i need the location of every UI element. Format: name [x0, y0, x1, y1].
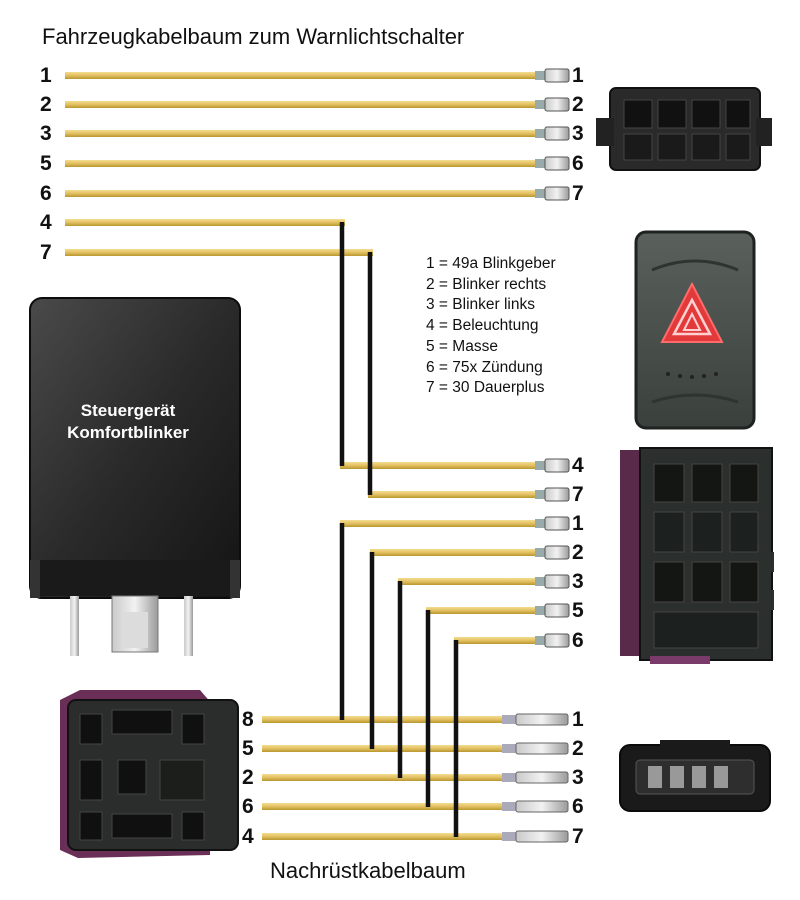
retrofit-left-num-2: 5 [242, 737, 254, 760]
footer-title: Nachrüstkabelbaum [270, 858, 466, 883]
vehicle-connector [596, 87, 772, 171]
switch-num-4: 2 [572, 541, 584, 564]
switch-num-7: 6 [572, 629, 584, 652]
legend-item-5: 5 = Masse [426, 337, 498, 355]
vehicle-right-num-1: 1 [572, 64, 584, 87]
hazard-switch [634, 230, 756, 430]
switch-num-6: 5 [572, 599, 584, 622]
vehicle-left-num-7: 7 [40, 241, 52, 264]
vehicle-left-num-1: 1 [40, 64, 52, 87]
connection-lines [339, 222, 459, 837]
legend-item-1: 1 = 49a Blinkgeber [426, 255, 556, 272]
pin-legend: 1 = 49a Blinkgeber 2 = Blinker rechts 3 … [426, 254, 556, 399]
legend-item-4: 4 = Beleuchtung [426, 317, 539, 335]
switch-num-2: 7 [572, 483, 584, 506]
vehicle-harness-wires [65, 72, 535, 256]
legend-item-3: 3 = Blinker links [426, 296, 535, 314]
legend-item-6: 6 = 75x Zündung [426, 358, 543, 376]
header-title: Fahrzeugkabelbaum zum Warnlichtschalter [42, 24, 465, 49]
retrofit-connector [619, 740, 771, 812]
legend-item-7: 7 = 30 Dauerplus [426, 379, 545, 397]
relay-label-line2: Komfortblinker [67, 423, 189, 442]
vehicle-left-num-2: 2 [40, 93, 52, 116]
vehicle-right-num-2: 2 [572, 93, 584, 116]
retrofit-right-num-4: 6 [572, 795, 584, 818]
switch-terminals [535, 458, 570, 648]
retrofit-left-num-3: 2 [242, 766, 254, 789]
vehicle-left-num-3: 3 [40, 122, 52, 145]
switch-num-5: 3 [572, 570, 584, 593]
relay-socket [60, 690, 239, 858]
retrofit-right-num-5: 7 [572, 825, 584, 848]
relay-label-line1: Steuergerät [80, 401, 176, 420]
retrofit-right-num-3: 3 [572, 766, 584, 789]
retrofit-left-num-4: 6 [242, 795, 254, 818]
vehicle-left-num-6: 4 [40, 211, 52, 234]
relay-body [29, 297, 241, 656]
retrofit-right-num-2: 2 [572, 737, 584, 760]
vehicle-terminals [535, 68, 570, 201]
switch-connector [620, 447, 774, 664]
vehicle-right-num-4: 6 [572, 152, 584, 175]
vehicle-right-num-5: 7 [572, 182, 584, 205]
legend-item-2: 2 = Blinker rechts [426, 275, 547, 293]
retrofit-terminals [502, 713, 569, 843]
switch-num-3: 1 [572, 512, 584, 535]
retrofit-left-num-5: 4 [242, 825, 254, 848]
retrofit-harness-wires [262, 716, 502, 840]
retrofit-right-num-1: 1 [572, 708, 584, 731]
vehicle-left-num-4: 5 [40, 152, 52, 175]
vehicle-left-num-5: 6 [40, 182, 52, 205]
switch-num-1: 4 [572, 454, 584, 477]
vehicle-right-num-3: 3 [572, 122, 584, 145]
switch-side-wires [340, 462, 535, 644]
relay-label: Steuergerät Komfortblinker [40, 400, 216, 444]
retrofit-left-num-1: 8 [242, 708, 254, 731]
